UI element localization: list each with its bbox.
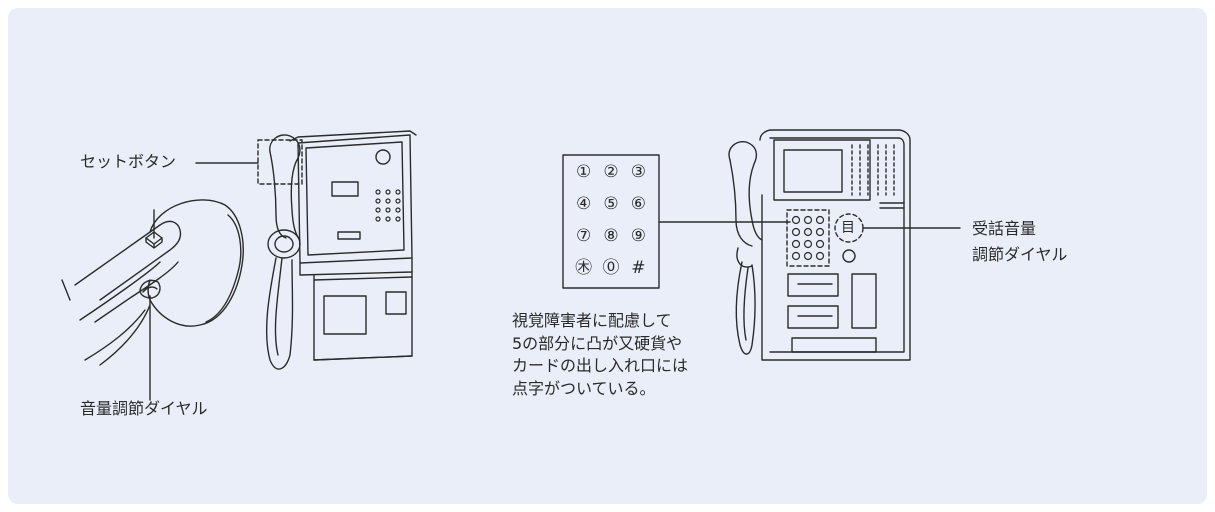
note-line: 5の部分に凸が又硬貨や [512,333,683,353]
volume-dial-label-right: 受話音量 調節ダイヤル [972,216,1068,268]
set-button-highlight [257,139,303,185]
keypad-key: ⑤ [603,194,619,214]
keypad-keys: ① ② ③ ④ ⑤ ⑥ ⑦ ⑧ ⑨ ㊍ ⓪ # [570,162,652,278]
note-line: 視覚障害者に配慮して [512,311,672,330]
volume-dial-mark: 目 [841,220,855,236]
keypad-highlight [786,209,830,267]
left-public-phone [265,130,417,370]
volume-dial-label-line1: 受話音量 [972,219,1037,238]
keypad-key: ⓪ [602,258,620,278]
keypad-key: ⑨ [630,226,646,246]
keypad-key: ② [603,162,619,182]
note-line: 点字がついている。 [512,378,656,398]
volume-dial-label-line2: 調節ダイヤル [972,245,1068,264]
hand-on-handset-illustration [61,199,244,366]
right-public-phone [728,129,911,361]
diagram-panel [8,8,1207,504]
keypad-key: ⑥ [630,194,646,214]
set-button-label: セットボタン [80,152,177,171]
keypad-key: ① [576,162,592,182]
keypad-key: # [631,258,646,278]
braille-note: 視覚障害者に配慮して 5の部分に凸が又硬貨や カードの出し入れ口には 点字がつい… [512,310,688,400]
keypad-key: ⑦ [576,226,592,246]
note-line: カードの出し入れ口には [512,356,689,375]
keypad-key: ③ [630,162,646,182]
volume-dial-marker [139,279,161,299]
keypad-key: ④ [576,194,592,214]
keypad-key: ㊍ [575,258,593,278]
keypad-key: ⑧ [603,226,619,246]
volume-dial-label-left: 音量調節ダイヤル [80,399,208,418]
